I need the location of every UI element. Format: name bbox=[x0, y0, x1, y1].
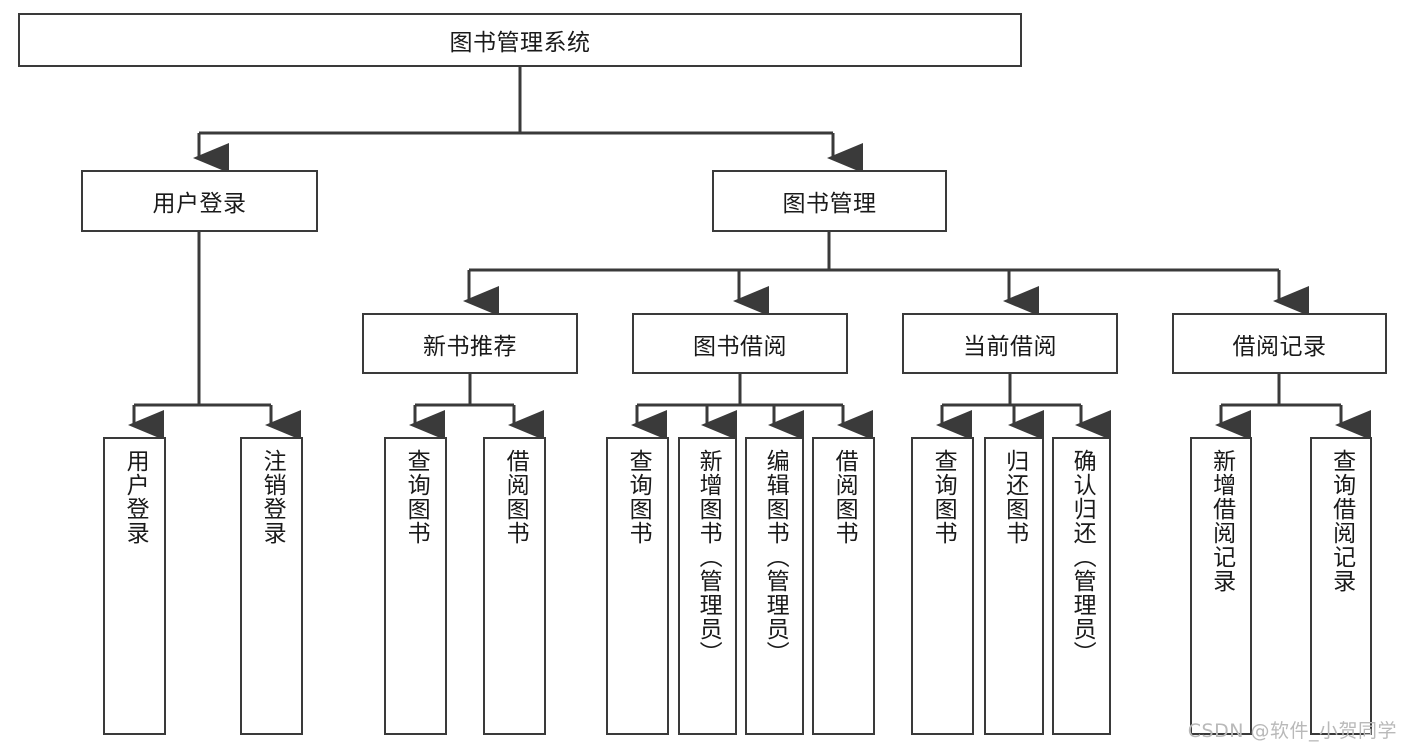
leaf-edit-book-admin[interactable]: 编辑图书（管理员） bbox=[745, 437, 804, 735]
node-label: 借阅图书 bbox=[502, 449, 529, 545]
node-label: 编辑图书（管理员） bbox=[762, 449, 789, 665]
leaf-query-book-current[interactable]: 查询图书 bbox=[911, 437, 974, 735]
node-book-management[interactable]: 图书管理 bbox=[712, 170, 947, 232]
node-label: 图书管理 bbox=[782, 191, 877, 217]
node-label: 图书管理系统 bbox=[449, 30, 591, 56]
node-label: 新增借阅记录 bbox=[1208, 449, 1235, 593]
leaf-return-book[interactable]: 归还图书 bbox=[984, 437, 1044, 735]
leaf-query-book-borrow[interactable]: 查询图书 bbox=[606, 437, 669, 735]
node-borrow-record[interactable]: 借阅记录 bbox=[1172, 313, 1387, 374]
node-label: 借阅记录 bbox=[1232, 333, 1327, 360]
node-label: 借阅图书 bbox=[831, 449, 858, 545]
node-label: 新书推荐 bbox=[423, 333, 517, 360]
leaf-borrow-book-recommend[interactable]: 借阅图书 bbox=[483, 437, 546, 735]
node-book-borrow[interactable]: 图书借阅 bbox=[632, 313, 848, 374]
node-label: 确认归还（管理员） bbox=[1069, 449, 1096, 665]
node-label: 查询图书 bbox=[930, 449, 957, 545]
node-label: 查询借阅记录 bbox=[1328, 449, 1355, 593]
node-label: 查询图书 bbox=[403, 449, 430, 545]
node-label: 图书借阅 bbox=[693, 333, 787, 360]
node-label: 新增图书（管理员） bbox=[695, 449, 722, 665]
node-label: 用户登录 bbox=[152, 191, 247, 217]
leaf-confirm-return-admin[interactable]: 确认归还（管理员） bbox=[1052, 437, 1111, 735]
leaf-borrow-book[interactable]: 借阅图书 bbox=[812, 437, 875, 735]
node-label: 查询图书 bbox=[625, 449, 652, 545]
leaf-query-borrow-record[interactable]: 查询借阅记录 bbox=[1310, 437, 1372, 735]
node-label: 当前借阅 bbox=[963, 333, 1057, 360]
node-root[interactable]: 图书管理系统 bbox=[18, 13, 1022, 67]
node-label: 用户登录 bbox=[122, 449, 149, 545]
node-new-book-recommend[interactable]: 新书推荐 bbox=[362, 313, 578, 374]
leaf-user-login[interactable]: 用户登录 bbox=[103, 437, 166, 735]
node-current-borrow[interactable]: 当前借阅 bbox=[902, 313, 1118, 374]
leaf-add-borrow-record[interactable]: 新增借阅记录 bbox=[1190, 437, 1252, 735]
leaf-logout[interactable]: 注销登录 bbox=[240, 437, 303, 735]
node-user-login[interactable]: 用户登录 bbox=[81, 170, 318, 232]
node-label: 注销登录 bbox=[259, 449, 286, 545]
leaf-query-book-recommend[interactable]: 查询图书 bbox=[384, 437, 447, 735]
leaf-add-book-admin[interactable]: 新增图书（管理员） bbox=[678, 437, 737, 735]
node-label: 归还图书 bbox=[1001, 449, 1028, 545]
